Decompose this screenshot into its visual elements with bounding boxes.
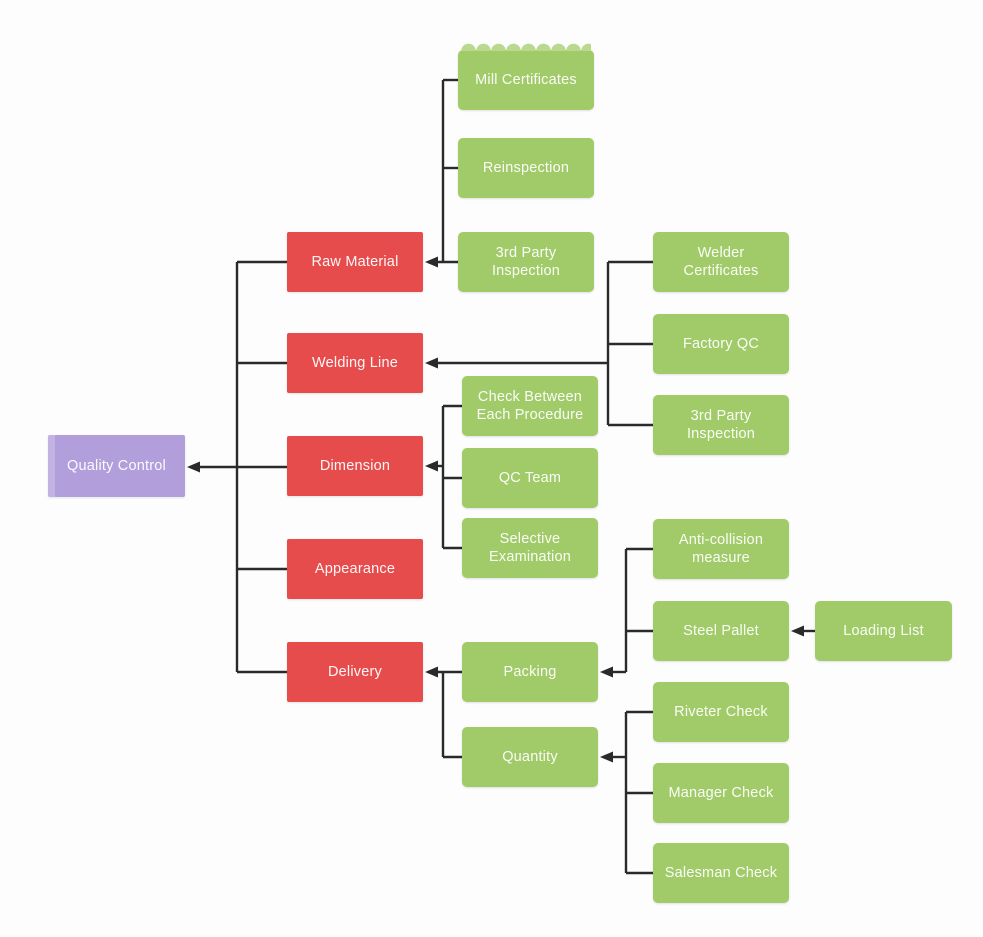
node-quality-control: Quality Control: [48, 435, 185, 497]
node-manager-check: Manager Check: [653, 763, 789, 823]
node-label: Raw Material: [311, 254, 399, 270]
node-label: Welder Certificates: [683, 245, 759, 279]
node-label: 3rd Party Inspection: [686, 408, 756, 442]
node-label: Delivery: [328, 664, 382, 680]
node-qc-team: QC Team: [462, 448, 598, 508]
arrow-to-dimension-head: [425, 460, 438, 472]
node-label: Factory QC: [682, 336, 760, 352]
node-label: Riveter Check: [674, 704, 768, 720]
node-packing: Packing: [462, 642, 598, 702]
node-anti-collision-measure: Anti-collision measure: [653, 519, 789, 579]
arrow-to-welding-line-head: [425, 357, 438, 369]
node-dimension: Dimension: [287, 436, 423, 496]
node-label: Salesman Check: [664, 865, 778, 881]
node-riveter-check: Riveter Check: [653, 682, 789, 742]
node-salesman-check: Salesman Check: [653, 843, 789, 903]
node-delivery: Delivery: [287, 642, 423, 702]
node-label: Dimension: [319, 458, 391, 474]
arrow-to-packing-head: [600, 666, 613, 678]
node-label: QC Team: [498, 470, 562, 486]
node-label: Packing: [503, 664, 557, 680]
arrow-to-quantity-head: [600, 751, 613, 763]
node-third-party-inspection-welding: 3rd Party Inspection: [653, 395, 789, 455]
node-label: Quantity: [502, 749, 558, 765]
arrow-to-steel-pallet-head: [791, 625, 804, 637]
node-label: Anti-collision measure: [678, 532, 764, 566]
node-label: Loading List: [843, 623, 924, 639]
node-label: Quality Control: [67, 458, 166, 474]
node-label: Welding Line: [312, 355, 398, 371]
node-quantity: Quantity: [462, 727, 598, 787]
node-raw-material: Raw Material: [287, 232, 423, 292]
arrow-to-quality-control-head: [187, 461, 200, 473]
node-mill-certificates: Mill Certificates: [458, 43, 594, 110]
node-selective-examination: Selective Examination: [462, 518, 598, 578]
node-label: Selective Examination: [489, 531, 571, 565]
node-label: Mill Certificates: [475, 72, 577, 88]
node-factory-qc: Factory QC: [653, 314, 789, 374]
arrow-to-delivery-head: [425, 666, 438, 678]
node-label: Appearance: [314, 561, 396, 577]
node-check-between-each-procedure: Check Between Each Procedure: [462, 376, 598, 436]
node-label: Manager Check: [668, 785, 774, 801]
arrow-to-raw-material-head: [425, 256, 438, 268]
node-label: Reinspection: [482, 160, 570, 176]
node-loading-list: Loading List: [815, 601, 952, 661]
node-appearance: Appearance: [287, 539, 423, 599]
scalloped-edge-decoration: [461, 43, 591, 51]
node-welding-line: Welding Line: [287, 333, 423, 393]
node-steel-pallet: Steel Pallet: [653, 601, 789, 661]
node-label: Check Between Each Procedure: [476, 389, 584, 423]
node-welder-certificates: Welder Certificates: [653, 232, 789, 292]
node-label: Steel Pallet: [683, 623, 759, 639]
node-reinspection: Reinspection: [458, 138, 594, 198]
node-label: 3rd Party Inspection: [491, 245, 561, 279]
node-third-party-inspection-raw: 3rd Party Inspection: [458, 232, 594, 292]
